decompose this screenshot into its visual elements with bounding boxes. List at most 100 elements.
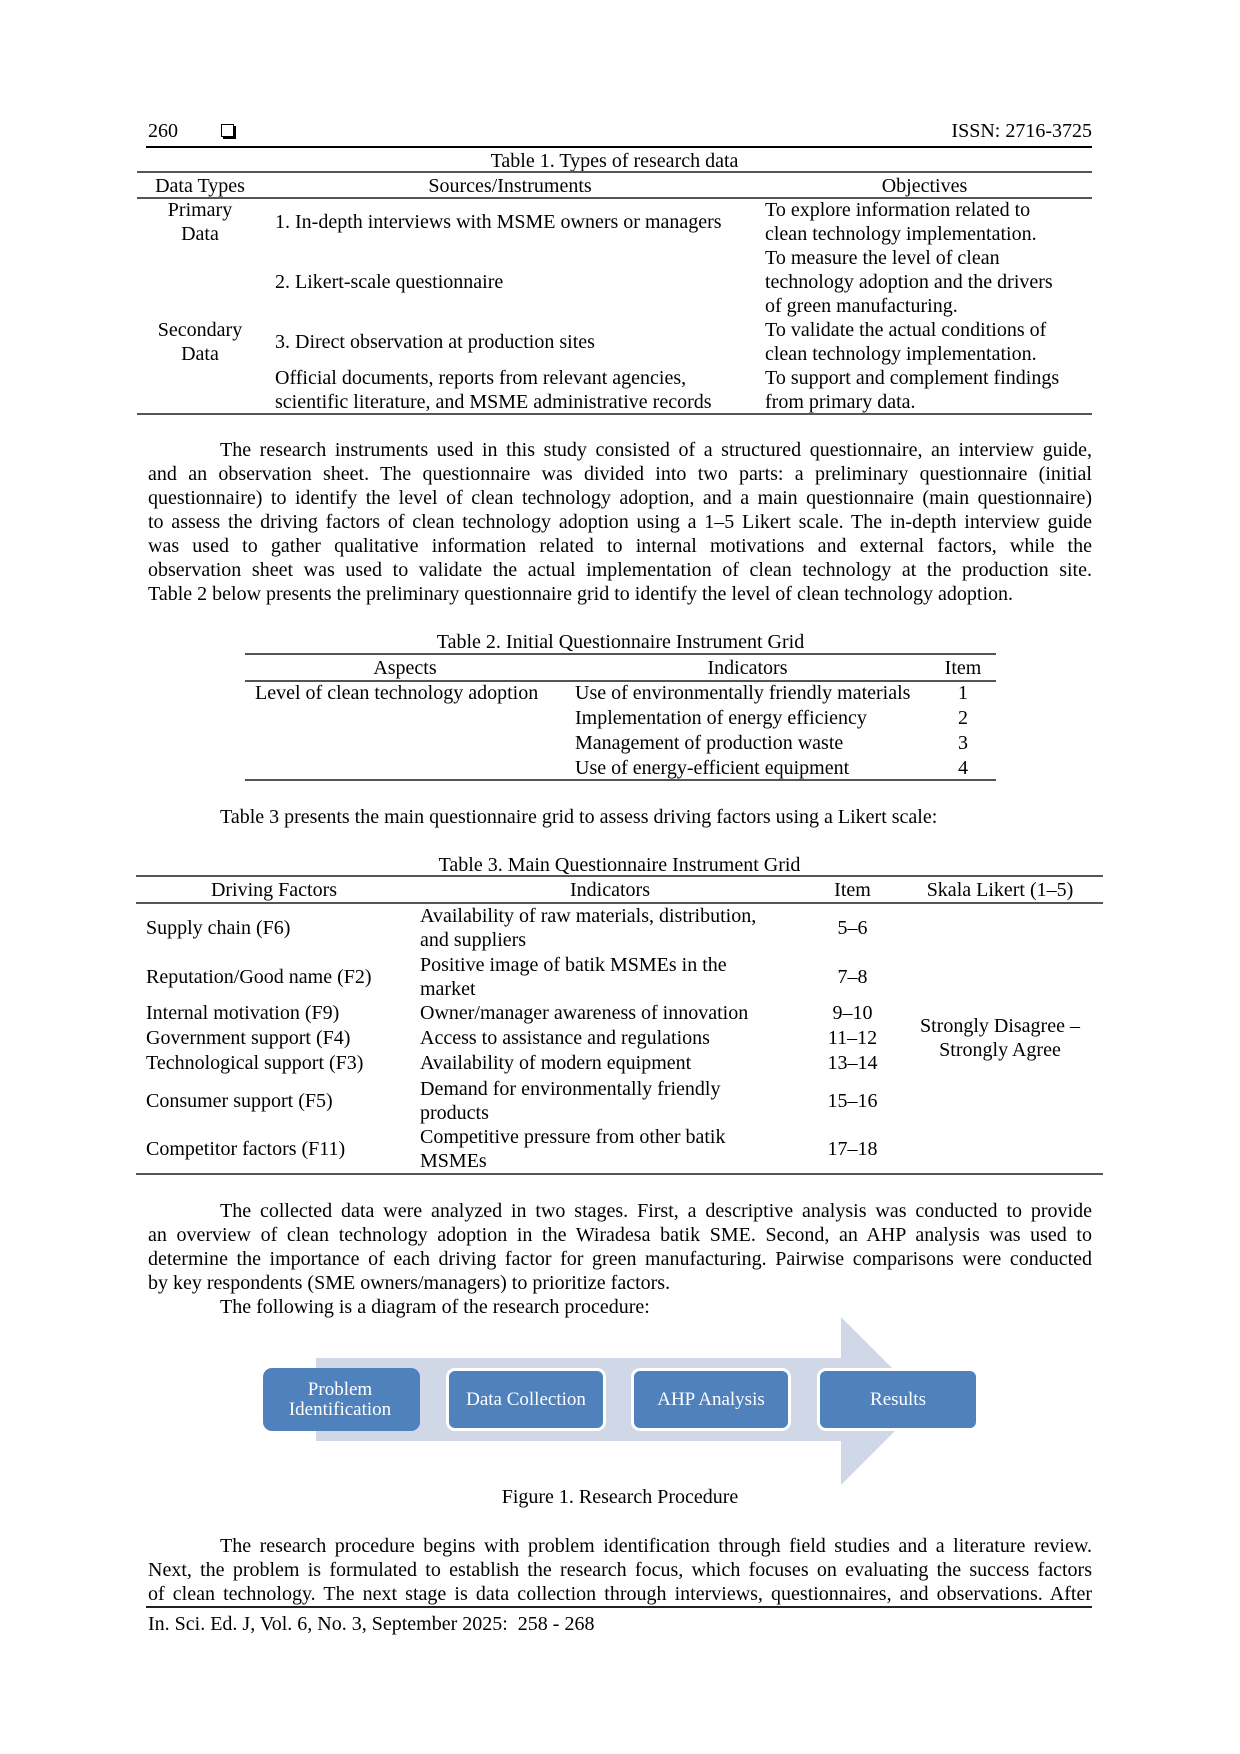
text-line: questionnaire) to identify the level of … [148, 487, 1092, 509]
source: 2. Likert-scale questionnaire [275, 271, 504, 293]
item: 9–10 [832, 1002, 873, 1024]
step-label: Problem [307, 1378, 373, 1400]
shadowed-square-icon [221, 124, 234, 137]
step-label: AHP Analysis [657, 1388, 765, 1410]
indicator: market [420, 978, 476, 1000]
source: 3. Direct observation at production site… [275, 331, 595, 353]
header-rule [146, 146, 1092, 148]
footer-rule [146, 1606, 1092, 1608]
table-2-header-aspects: Aspects [373, 657, 437, 679]
factor: Competitor factors (F11) [146, 1138, 346, 1160]
data-type: Primary [167, 199, 233, 221]
table-3-bottom-rule [136, 1173, 1103, 1175]
item: 5–6 [837, 917, 868, 939]
journal-citation: In. Sci. Ed. J, Vol. 6, No. 3, September… [148, 1613, 595, 1635]
objective: from primary data. [765, 391, 916, 413]
indicator: Use of energy-efficient equipment [575, 757, 850, 779]
table-2-header-rule [245, 680, 996, 682]
item: 13–14 [827, 1052, 878, 1074]
indicator: and suppliers [420, 929, 527, 951]
table-row: Primary Data [137, 198, 263, 246]
indicator: Positive image of batik MSMEs in the [420, 954, 727, 976]
source: 1. In-depth interviews with MSME owners … [275, 211, 722, 233]
table-3-top-rule [136, 875, 1103, 877]
table-1-header-rule [137, 197, 1092, 199]
objective: clean technology implementation. [765, 343, 1037, 365]
issn: ISSN: 2716-3725 [951, 120, 1092, 142]
text-line: Table 2 below presents the preliminary q… [148, 583, 1014, 605]
aspect: Level of clean technology adoption [255, 682, 539, 704]
text-line: observation sheet was used to validate t… [148, 559, 1092, 581]
item: 11–12 [827, 1027, 878, 1049]
table-3-header-item: Item [834, 879, 871, 901]
table-1-header-objectives: Objectives [881, 175, 968, 197]
indicator: Availability of modern equipment [420, 1052, 692, 1074]
step-label: Identification [288, 1398, 392, 1420]
data-type: Data [181, 223, 219, 245]
factor: Consumer support (F5) [146, 1090, 333, 1112]
indicator: Availability of raw materials, distribut… [420, 905, 757, 927]
indicator: Use of environmentally friendly material… [575, 682, 911, 704]
table-3-caption: Table 3. Main Questionnaire Instrument G… [438, 854, 801, 876]
paragraph-3: The research procedure begins with probl… [148, 1534, 1092, 1606]
factor: Government support (F4) [146, 1027, 351, 1049]
step-results: Results [817, 1368, 979, 1431]
table-3-intro: Table 3 presents the main questionnaire … [220, 806, 938, 828]
text-line: The research procedure begins with probl… [220, 1535, 1092, 1557]
factor: Reputation/Good name (F2) [146, 966, 372, 988]
objective: To support and complement findings [765, 367, 1060, 389]
table-3-header-indicators: Indicators [570, 879, 650, 901]
text-line: was used to gather qualitative informati… [148, 535, 1092, 557]
likert-label: Strongly Disagree – [920, 1015, 1080, 1037]
table-2-caption: Table 2. Initial Questionnaire Instrumen… [436, 631, 805, 653]
indicator: Competitive pressure from other batik [420, 1126, 726, 1148]
likert-scale-cell: Strongly Disagree – Strongly Agree [897, 1014, 1103, 1062]
text-line: by key respondents (SME owners/managers)… [148, 1272, 671, 1294]
item: 3 [958, 732, 968, 754]
indicator: MSMEs [420, 1150, 487, 1172]
text-line: to assess the driving factors of clean t… [148, 511, 1092, 533]
text-line: The following is a diagram of the resear… [220, 1296, 650, 1318]
page-number: 260 [148, 120, 178, 142]
step-problem-identification: Problem Identification [263, 1368, 420, 1431]
factor: Technological support (F3) [146, 1052, 364, 1074]
indicator: Demand for environmentally friendly [420, 1078, 721, 1100]
text-line: of clean technology. The next stage is d… [148, 1583, 1092, 1605]
table-1-header-sources: Sources/Instruments [428, 175, 592, 197]
step-label: Results [870, 1388, 926, 1410]
text-line: and an observation sheet. The questionna… [148, 463, 1092, 485]
indicator: Management of production waste [575, 732, 844, 754]
source: scientific literature, and MSME administ… [275, 391, 712, 413]
table-2-header-item: Item [944, 657, 982, 679]
paragraph-1: The research instruments used in this st… [148, 438, 1092, 606]
step-label: Data Collection [466, 1388, 586, 1410]
indicator: products [420, 1102, 489, 1124]
text-line: The research instruments used in this st… [220, 439, 1092, 461]
figure-1-caption: Figure 1. Research Procedure [501, 1486, 739, 1508]
table-2-bottom-rule [245, 779, 996, 781]
table-2-header-indicators: Indicators [707, 657, 788, 679]
factor: Supply chain (F6) [146, 917, 291, 939]
data-type: Data [181, 343, 219, 365]
step-ahp-analysis: AHP Analysis [631, 1368, 791, 1431]
table-1-bottom-rule [137, 413, 1092, 415]
text-line: Next, the problem is formulated to estab… [148, 1559, 1092, 1581]
item: 4 [958, 757, 968, 779]
step-data-collection: Data Collection [446, 1368, 606, 1431]
item: 1 [958, 682, 968, 704]
table-2-top-rule [245, 653, 996, 655]
item: 17–18 [827, 1138, 878, 1160]
objective: of green manufacturing. [765, 295, 958, 317]
text-line: determine the importance of each driving… [148, 1248, 1092, 1270]
paragraph-2: The collected data were analyzed in two … [148, 1199, 1092, 1319]
indicator: Access to assistance and regulations [420, 1027, 710, 1049]
text-line: an overview of clean technology adoption… [148, 1224, 1092, 1246]
table-3-header-factors: Driving Factors [210, 879, 338, 901]
objective: To validate the actual conditions of [765, 319, 1047, 341]
table-1-header-data-types: Data Types [155, 175, 245, 197]
objective: technology adoption and the drivers [765, 271, 1053, 293]
table-1-top-rule [137, 171, 1092, 173]
table-3-header-rule [136, 902, 1103, 904]
text-line: The collected data were analyzed in two … [220, 1200, 1092, 1222]
factor: Internal motivation (F9) [146, 1002, 340, 1024]
